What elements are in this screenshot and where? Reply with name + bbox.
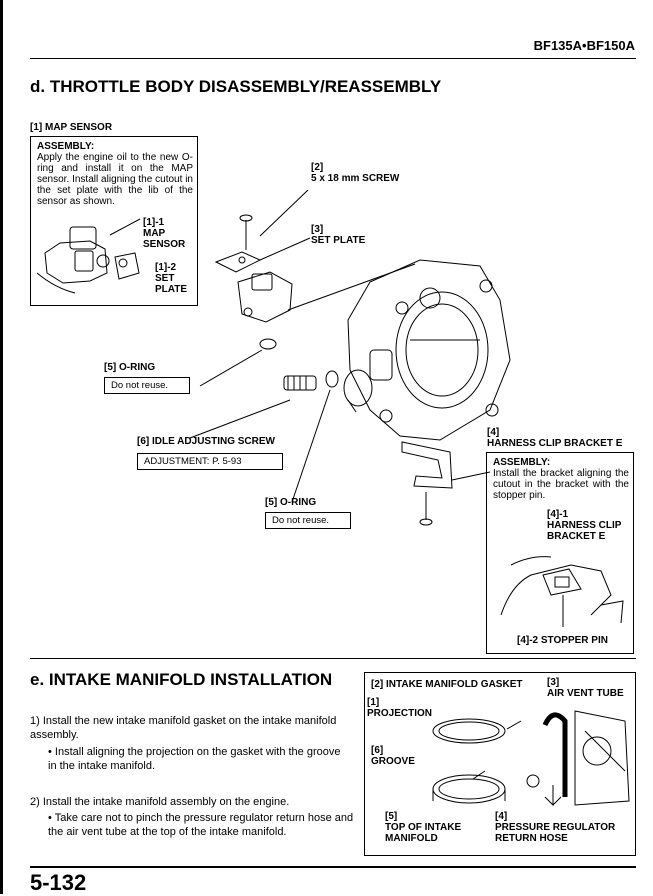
screw-label: [2] 5 x 18 mm SCREW [311, 162, 400, 184]
harness-assembly-box: ASSEMBLY: Install the bracket aligning t… [486, 452, 634, 654]
idle-screw-note: ADJUSTMENT: P. 5-93 [137, 453, 283, 470]
pressure-regulator-label: [4] PRESSURE REGULATOR RETURN HOSE [495, 811, 616, 844]
o-ring-label-2: [5] O-RING [265, 497, 317, 508]
harness-clip-sublabel: [4]-1 HARNESS CLIP BRACKET E [547, 509, 622, 542]
set-plate-sublabel: [1]-2 SET PLATE [155, 262, 188, 295]
map-sensor-label: [1] MAP SENSOR [30, 122, 113, 133]
harness-assembly-title: ASSEMBLY: [493, 457, 551, 468]
projection-label: [1] PROJECTION [367, 697, 433, 719]
gasket-label: [2] INTAKE MANIFOLD GASKET [371, 679, 523, 690]
map-sensor-sublabel: [1]-1 MAP SENSOR [143, 217, 186, 250]
page-left-border [0, 0, 3, 894]
groove-label: [6] GROOVE [371, 745, 415, 767]
air-vent-label: [3] AIR VENT TUBE [547, 677, 624, 699]
intake-manifold-figure: [2] INTAKE MANIFOLD GASKET [3] AIR VENT … [364, 672, 636, 856]
set-plate-label: [3] SET PLATE [311, 224, 366, 246]
section-divider [30, 658, 636, 659]
assembly-text: Apply the engine oil to the new O-ring a… [37, 152, 193, 207]
o-ring-label-1: [5] O-RING [104, 362, 156, 373]
section-d-title: d. THROTTLE BODY DISASSEMBLY/REASSEMBLY [30, 77, 442, 96]
footer-rule [30, 866, 636, 868]
model-header: BF135A•BF150A [533, 38, 635, 53]
stopper-pin-label: [4]-2 STOPPER PIN [517, 635, 608, 646]
header-rule [30, 58, 636, 59]
harness-assembly-text: Install the bracket aligning the cutout … [493, 468, 629, 501]
page-number: 5-132 [30, 870, 87, 895]
section-e-title: e. INTAKE MANIFOLD INSTALLATION [30, 670, 333, 689]
throttle-body-illustration [189, 190, 511, 526]
o-ring-note-2: Do not reuse. [265, 512, 351, 529]
assembly-title: ASSEMBLY: [37, 141, 95, 152]
step-2-bullet: • Take care not to pinch the pressure re… [48, 812, 354, 838]
harness-detail-illustration [500, 556, 624, 627]
o-ring-note-1: Do not reuse. [104, 377, 190, 394]
step-1-bullet: • Install aligning the projection on the… [48, 746, 341, 772]
top-of-manifold-label: [5] TOP OF INTAKE MANIFOLD [385, 811, 462, 844]
map-sensor-detail-illustration [36, 218, 141, 294]
map-sensor-assembly-box: ASSEMBLY: Apply the engine oil to the ne… [30, 136, 198, 306]
idle-screw-label: [6] IDLE ADJUSTING SCREW [137, 436, 275, 447]
intake-manifold-illustration [432, 710, 630, 807]
step-1: 1) Install the new intake manifold gaske… [30, 715, 337, 741]
harness-bracket-label: [4] HARNESS CLIP BRACKET E [487, 427, 623, 449]
step-2: 2) Install the intake manifold assembly … [30, 796, 290, 808]
